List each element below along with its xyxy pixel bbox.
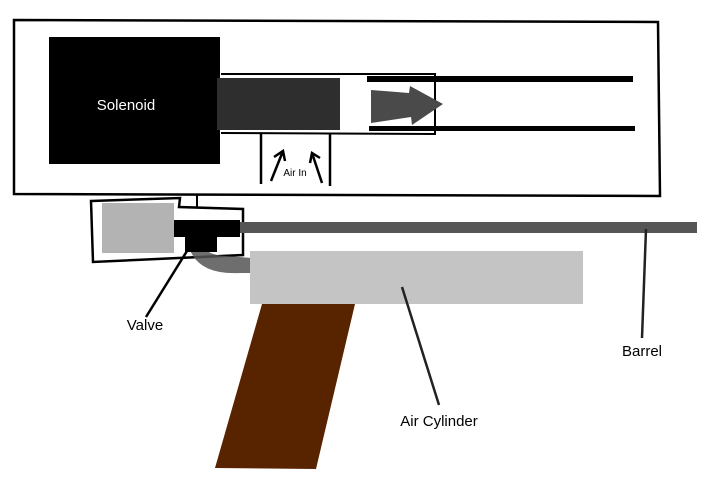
barrel-label: Barrel [622, 343, 662, 360]
air-in-arrow-left-icon [269, 148, 287, 182]
valve-label: Valve [127, 317, 163, 334]
valve-body-top [174, 220, 240, 237]
valve-body-stem [185, 235, 217, 252]
solenoid-body [49, 37, 220, 164]
solenoid-label: Solenoid [97, 97, 155, 114]
guide-rail-bottom [369, 126, 635, 131]
air-in-label: Air In [283, 168, 306, 179]
barrel [240, 222, 697, 233]
air-cylinder-leader-line [400, 286, 441, 406]
grip [215, 304, 355, 469]
valve-reservoir [102, 203, 174, 253]
valve-leader-line [144, 250, 189, 318]
air-cylinder [250, 251, 583, 304]
air-cylinder-label: Air Cylinder [400, 413, 478, 430]
flow-direction-arrow-icon [371, 86, 443, 125]
guide-rail-top [367, 76, 633, 82]
plunger [217, 78, 340, 130]
barrel-leader-line [640, 228, 648, 339]
air-in-arrow-right-icon [308, 150, 324, 184]
